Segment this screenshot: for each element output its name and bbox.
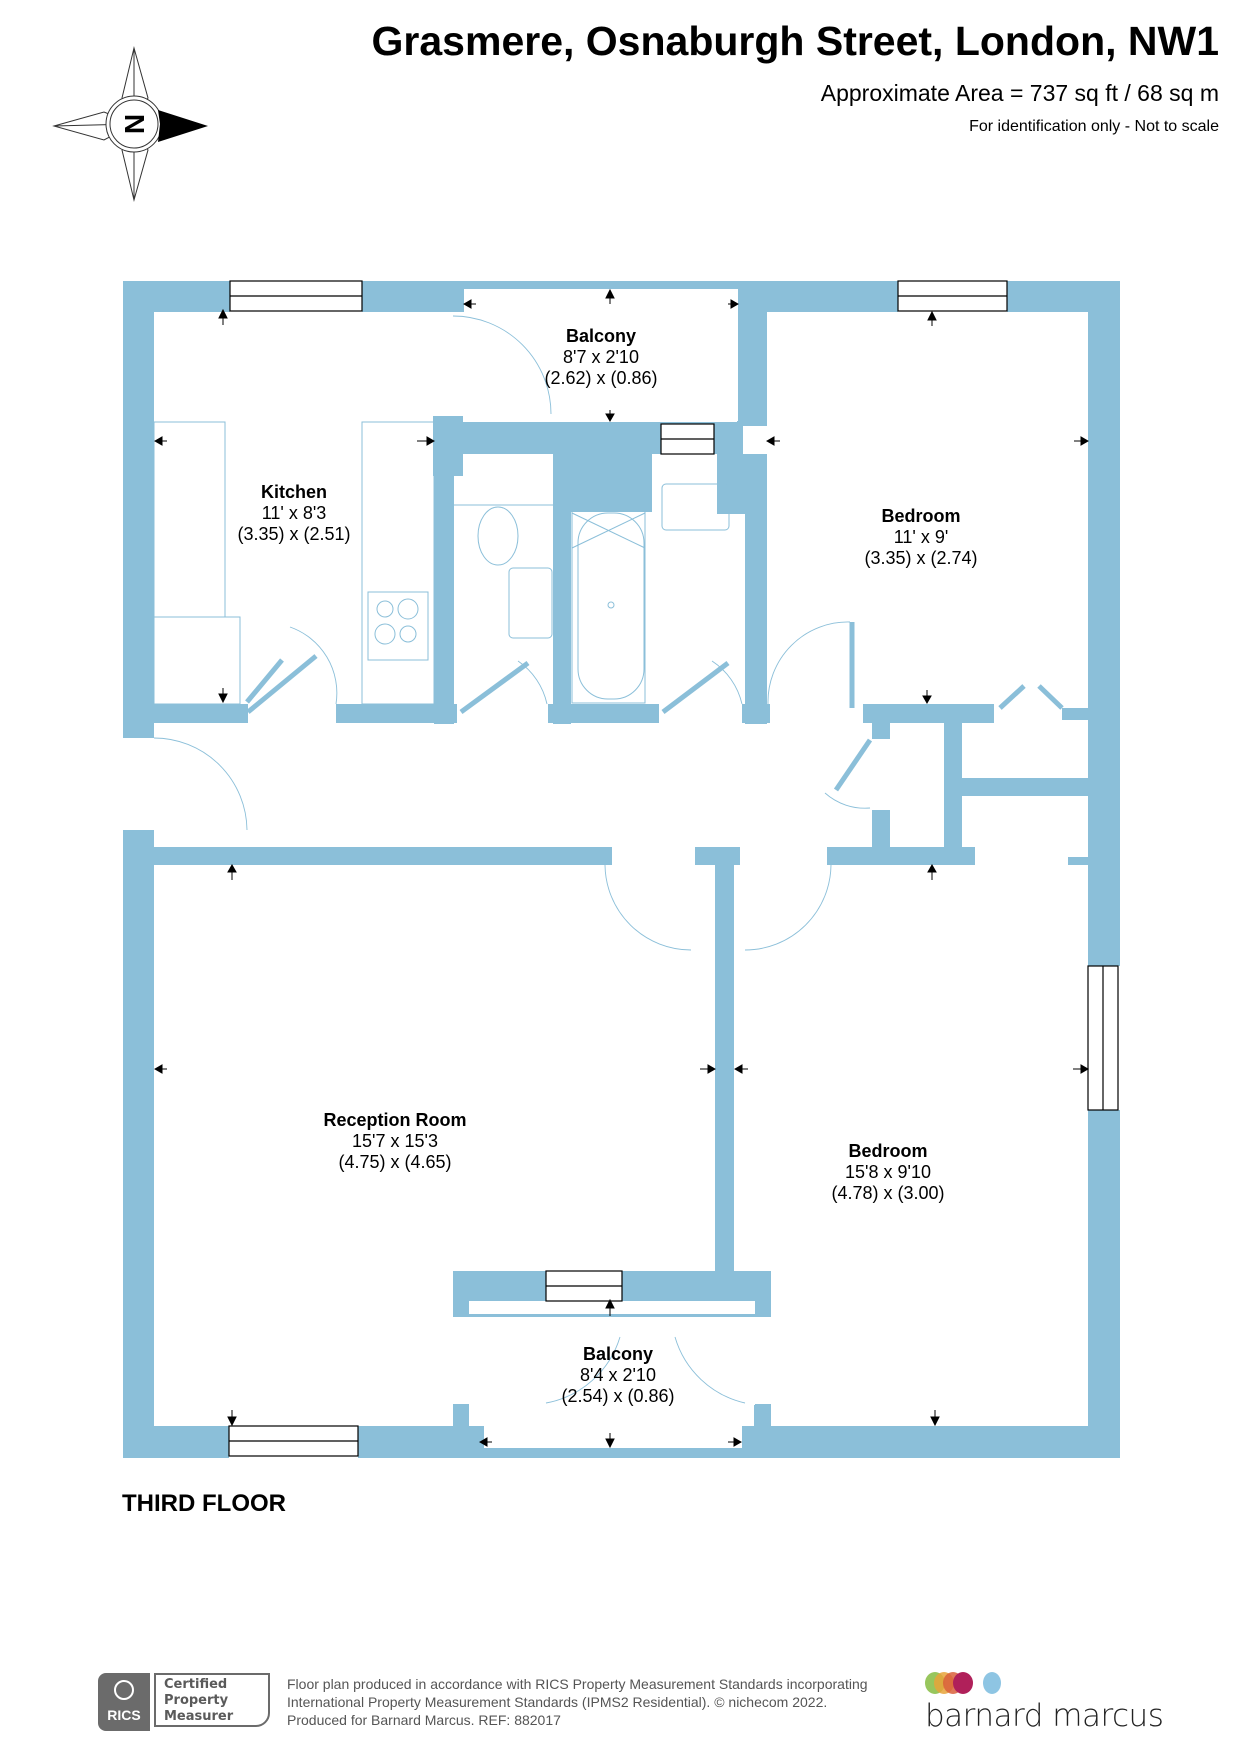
- floor-label: THIRD FLOOR: [122, 1490, 286, 1517]
- windows: [228, 280, 1119, 1457]
- compass-north-icon: N: [52, 46, 208, 202]
- svg-text:N: N: [119, 114, 150, 134]
- bathroom-fixtures: [452, 483, 730, 704]
- walls: [123, 281, 1120, 1458]
- scale-note: For identification only - Not to scale: [969, 118, 1219, 135]
- legal-notice: Floor plan produced in accordance with R…: [287, 1676, 868, 1728]
- brand-dots-icon: [925, 1672, 1045, 1694]
- door-swings: [153, 315, 871, 1404]
- approximate-area: Approximate Area = 737 sq ft / 68 sq m: [820, 80, 1219, 106]
- dimension-arrows: [153, 288, 1090, 1449]
- door-leaves: [245, 622, 1064, 792]
- kitchen-units: [153, 421, 435, 705]
- rics-certified-badge: RICS Certified Property Measurer: [98, 1673, 274, 1731]
- rics-lion-logo-icon: RICS: [98, 1673, 150, 1731]
- barnard-marcus-logo: barnard marcus: [925, 1672, 1164, 1734]
- page-title: Grasmere, Osnaburgh Street, London, NW1: [371, 18, 1219, 64]
